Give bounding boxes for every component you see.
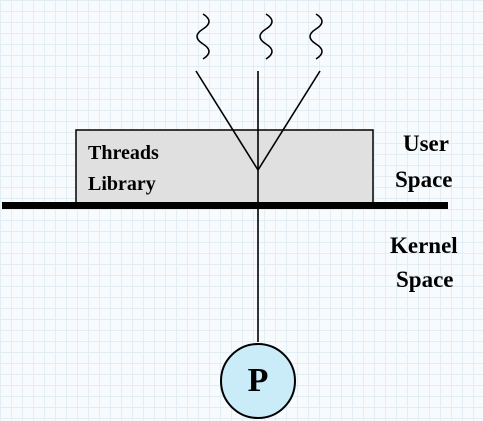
threads-library-box [75,129,374,204]
kernel-space-label-line2: Space [396,267,454,292]
thread-line-right [257,70,321,171]
user-space-label-line1: User [403,131,449,156]
thread-squiggle-right-icon [309,13,323,60]
thread-line-left [195,70,259,171]
user-kernel-boundary [2,202,448,209]
thread-squiggle-left-icon [196,13,210,60]
user-space-label-line2: Space [395,167,453,192]
kernel-space-label-line1: Kernel [390,233,458,258]
library-label-line2: Library [88,173,156,195]
process-circle [220,343,296,419]
library-label-line1: Threads [88,142,159,164]
process-label: P [247,362,269,399]
thread-squiggle-middle-icon [259,13,273,60]
